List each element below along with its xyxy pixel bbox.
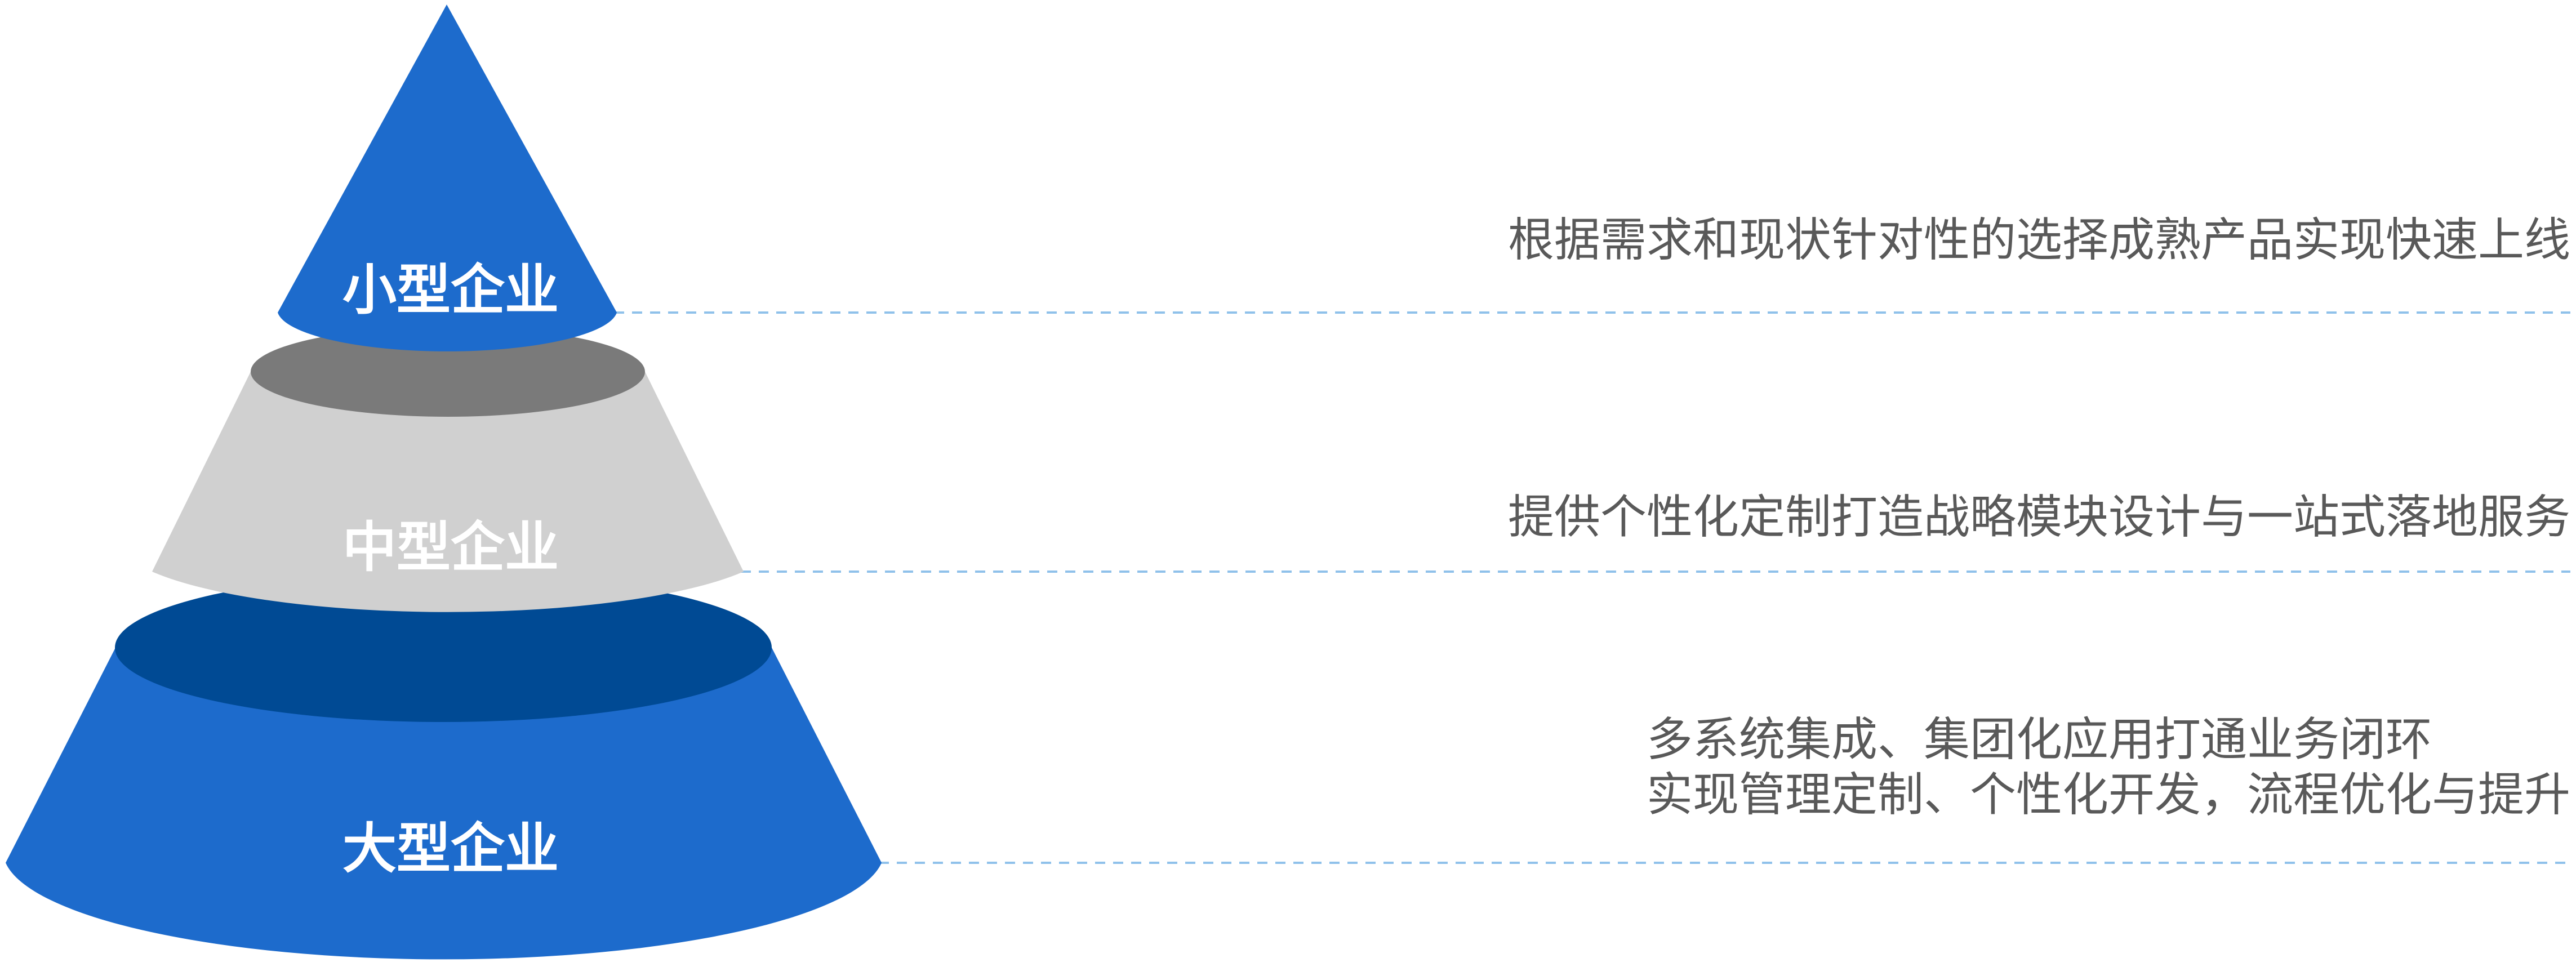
tier-large-description-line-1: 多系统集成、集团化应用打通业务闭环 [1646,713,2432,766]
tier-small-body [278,5,617,351]
tier-small-description: 根据需求和现状针对性的选择成熟产品实现快速上线 [1508,213,2570,268]
tier-medium-label: 中型企业 [342,516,559,579]
tier-large-description: 多系统集成、集团化应用打通业务闭环 实现管理定制、个性化开发，流程优化与提升 [1647,712,2570,823]
tier-large-description-line-2: 实现管理定制、个性化开发，流程优化与提升 [1646,768,2570,822]
tier-large-top-cap [115,573,772,722]
tier-small: 小型企业 [278,5,617,351]
tier-medium-body [152,372,744,612]
tier-medium-description: 提供个性化定制打造战略模块设计与一站式落地服务 [1508,490,2570,545]
tier-small-description-line: 根据需求和现状针对性的选择成熟产品实现快速上线 [1507,213,2570,267]
tier-small-label: 小型企业 [342,259,559,322]
tier-medium-description-line: 提供个性化定制打造战略模块设计与一站式落地服务 [1507,491,2570,544]
tier-large: 大型企业 [6,573,882,960]
tier-large-label: 大型企业 [342,817,559,880]
tier-medium-top-cap [251,327,645,417]
tier-large-body [6,648,882,960]
tier-medium: 中型企业 [152,327,744,612]
